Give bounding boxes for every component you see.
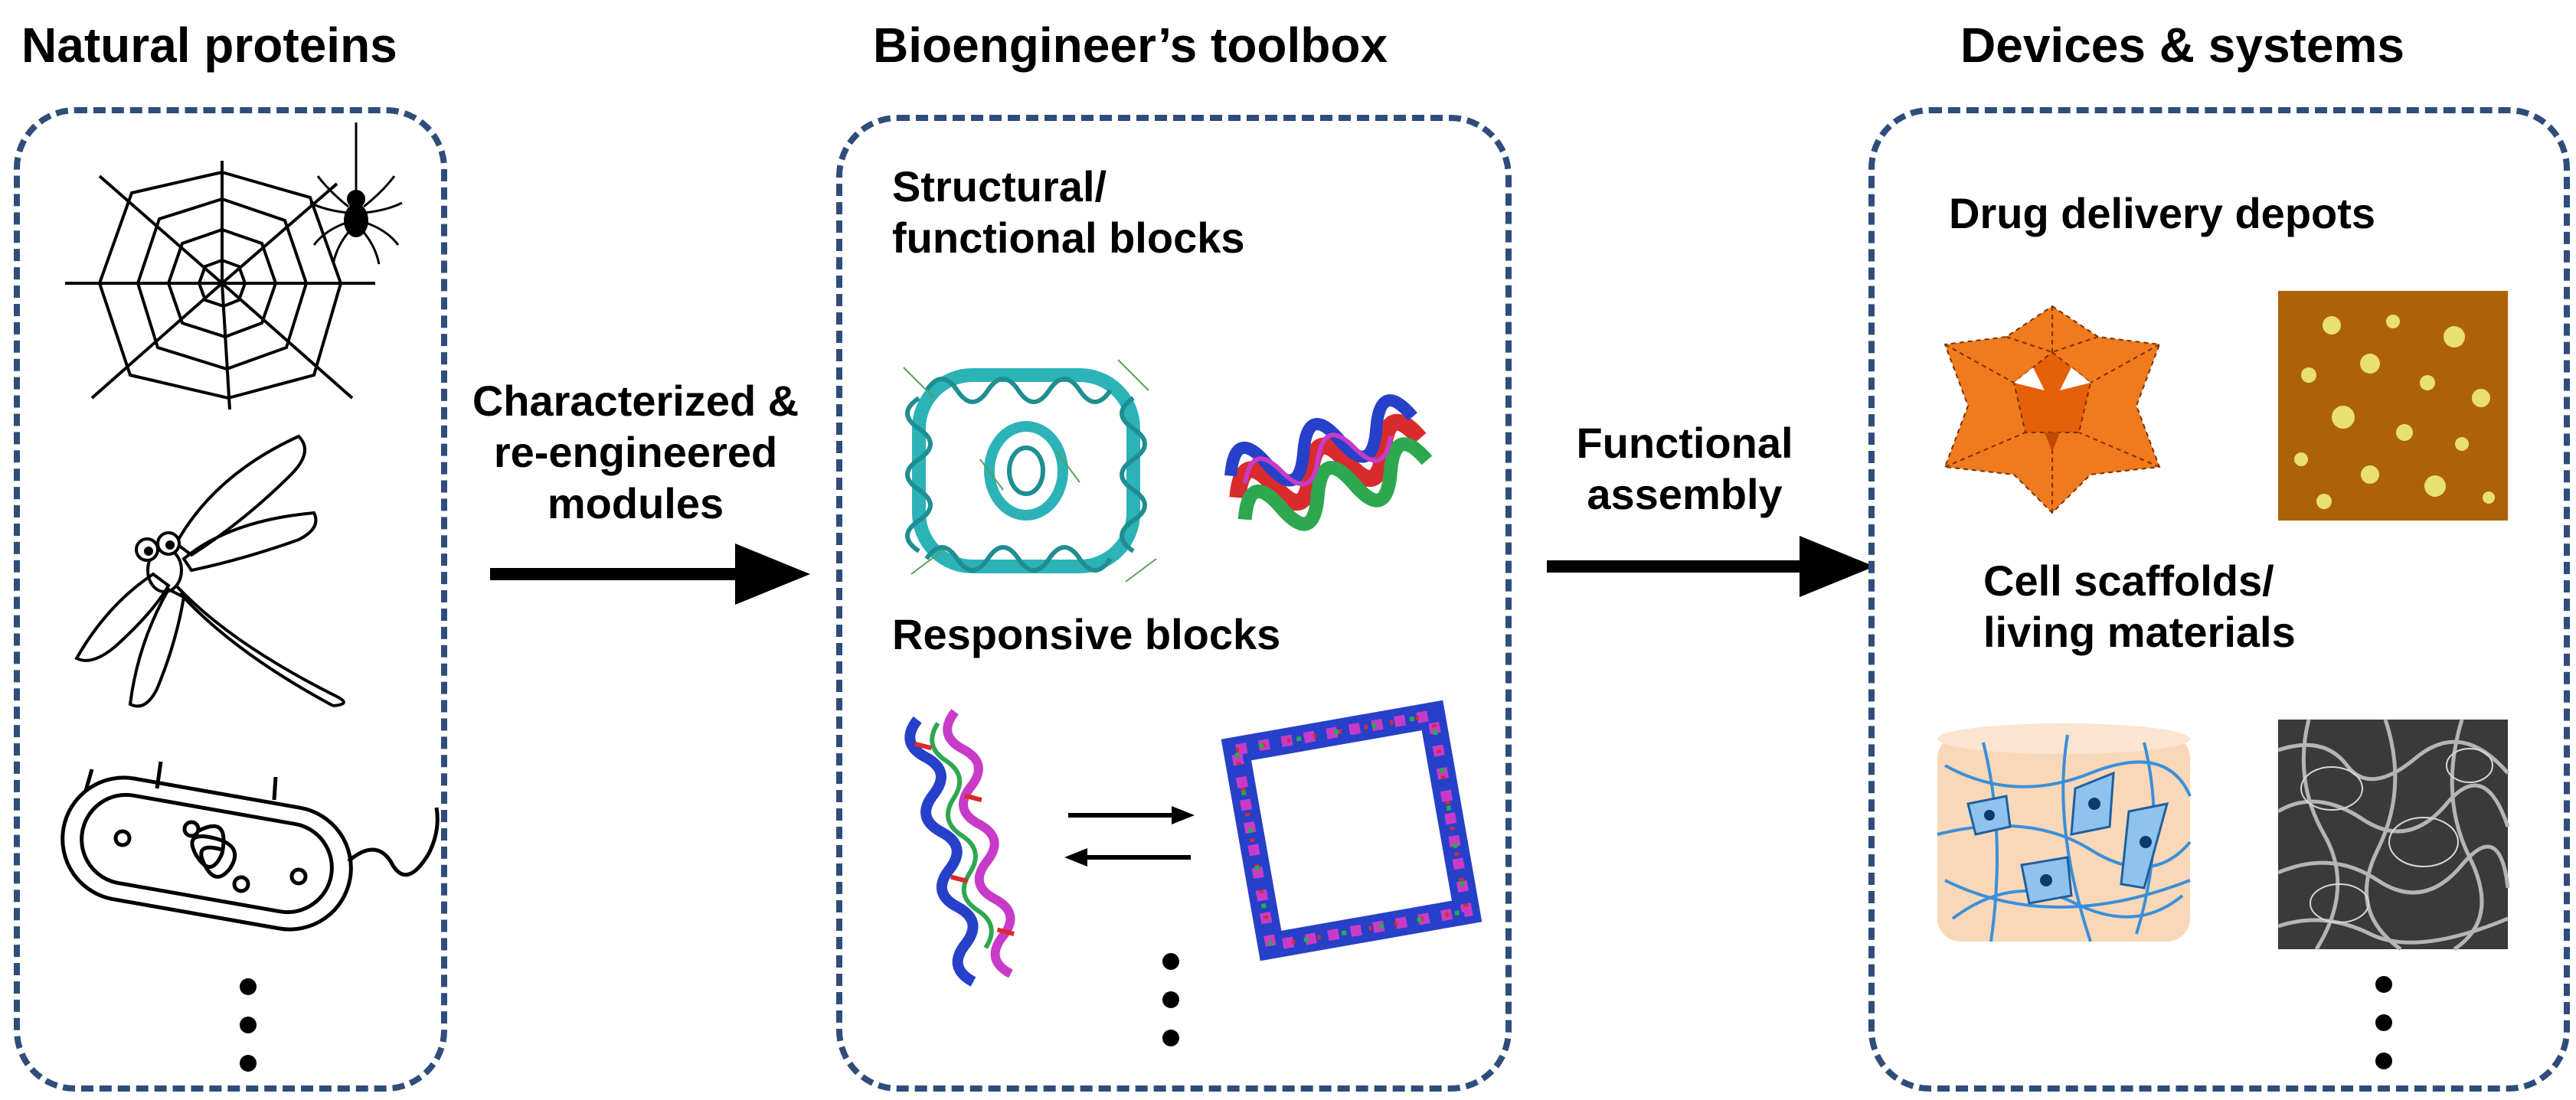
spider-web-icon xyxy=(65,161,375,410)
arrow1-label-line3: modules xyxy=(547,479,724,528)
toolbox-panel xyxy=(836,115,1512,1092)
coiled-coil-icon xyxy=(1224,394,1433,531)
helix-square-icon xyxy=(1221,700,1483,961)
natural-proteins-panel xyxy=(14,107,447,1092)
arrow2-label-line1: Functional xyxy=(1576,419,1793,467)
dragonfly-icon xyxy=(74,434,345,708)
protein-cage-icon xyxy=(903,359,1157,583)
cell-scaffolds-line2: living materials xyxy=(1983,608,2296,657)
ellipsis-icon-toolbox xyxy=(1162,953,1179,1068)
heading-devices-systems: Devices & systems xyxy=(1960,18,2404,73)
sem-image-icon xyxy=(2277,719,2510,951)
equilibrium-arrows-icon xyxy=(1064,806,1195,867)
cell-scaffolds-line1: Cell scaffolds/ xyxy=(1983,557,2274,605)
polyhedral-cage-icon xyxy=(1943,305,2161,514)
drug-delivery-label: Drug delivery depots xyxy=(1949,189,2376,237)
heading-natural-proteins: Natural proteins xyxy=(21,18,397,73)
cell-scaffolds-label: Cell scaffolds/ living materials xyxy=(1983,555,2296,658)
helix-bundle-icon xyxy=(904,709,1015,987)
arrow-assembly xyxy=(1547,536,1875,597)
ellipsis-icon-devices xyxy=(2375,976,2392,1091)
heading-bioengineers-toolbox: Bioengineer’s toolbox xyxy=(873,18,1388,73)
responsive-blocks-label: Responsive blocks xyxy=(892,610,1281,658)
afm-image-icon xyxy=(2278,291,2508,521)
arrow2-label: Functional assembly xyxy=(1539,417,1830,520)
arrow1-label-line2: re-engineered xyxy=(493,428,778,477)
spider-icon xyxy=(309,122,403,265)
structural-label-line1: Structural/ xyxy=(892,162,1107,211)
arrow-modules xyxy=(490,543,810,605)
arrow1-label: Characterized & re-engineered modules xyxy=(459,375,812,530)
devices-panel xyxy=(1868,107,2570,1092)
cell-scaffold-icon xyxy=(1937,723,2192,942)
ellipsis-icon-natural xyxy=(240,978,257,1093)
structural-label-line2: functional blocks xyxy=(892,214,1245,263)
bacterium-icon xyxy=(60,761,440,932)
arrow1-label-line1: Characterized & xyxy=(472,377,799,425)
arrow2-label-line2: assembly xyxy=(1587,470,1783,519)
structural-blocks-label: Structural/ functional blocks xyxy=(892,161,1245,263)
